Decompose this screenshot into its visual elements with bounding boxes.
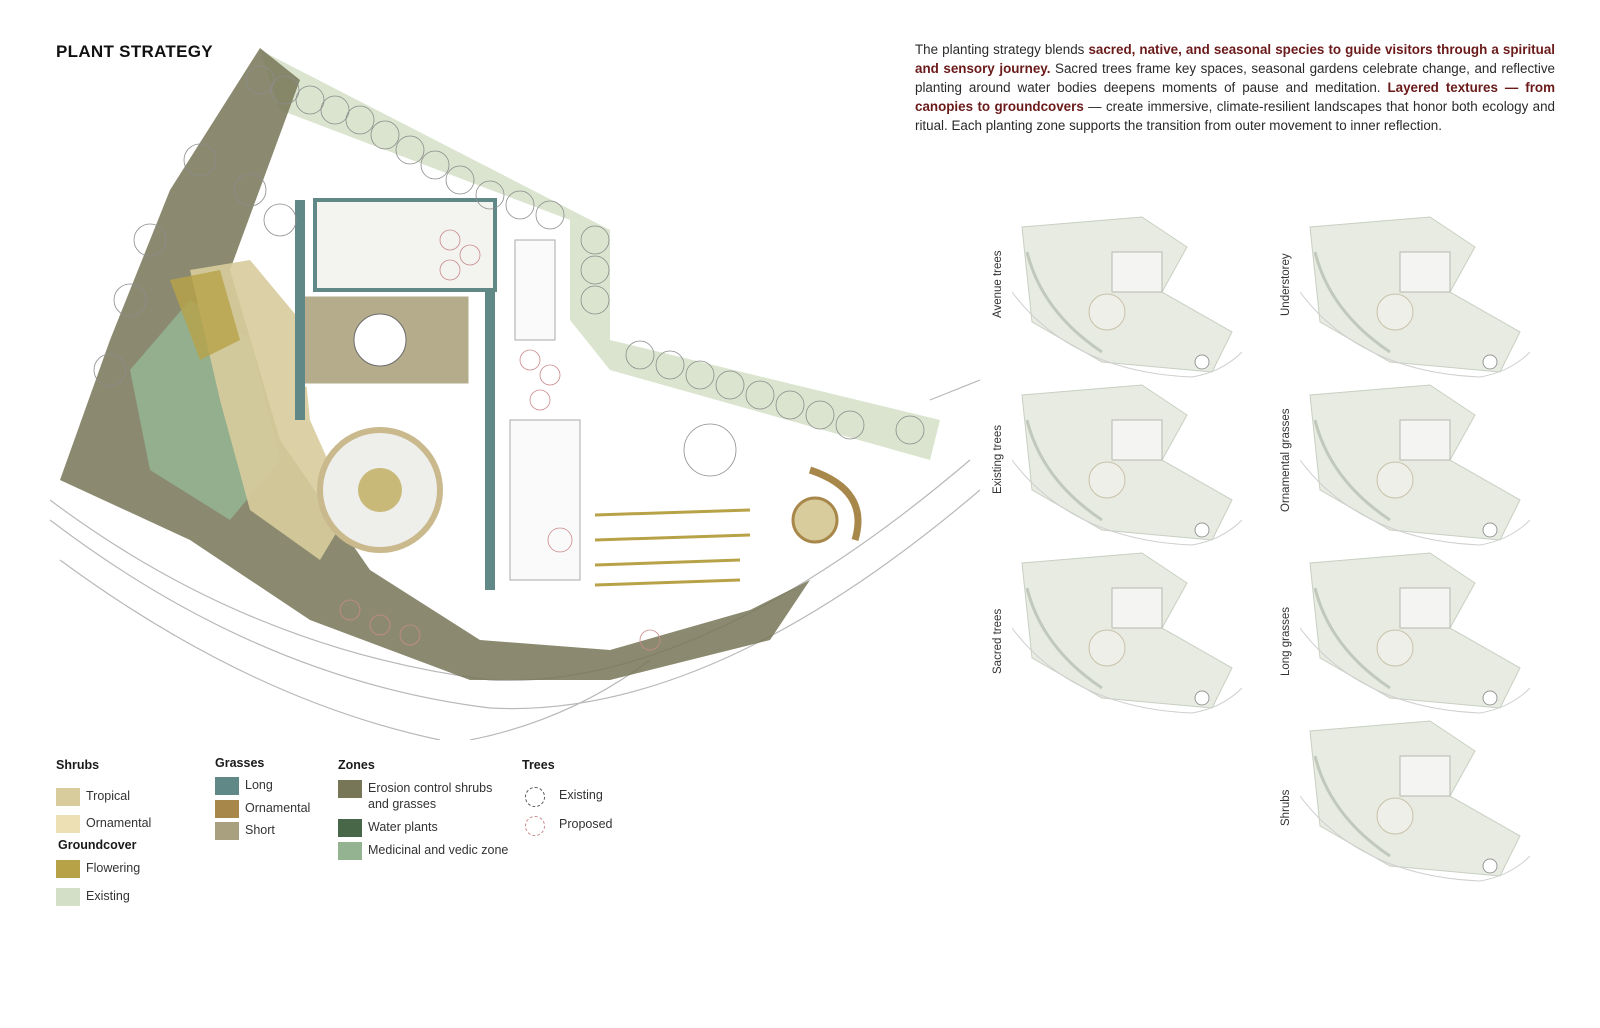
- long-grass-band-east: [485, 290, 495, 590]
- legend-item-medicinal: Medicinal and vedic zone: [338, 842, 508, 860]
- legend-item-existing-groundcover: Existing: [56, 888, 130, 906]
- legend-swatch-existing-groundcover: [56, 888, 80, 906]
- long-grass-band: [295, 200, 305, 420]
- legend-label-water-plants: Water plants: [368, 820, 438, 834]
- legend-label-existing-tree: Existing: [559, 788, 603, 802]
- legend-label-existing-groundcover: Existing: [86, 889, 130, 903]
- thumbnail-long-grasses: [1300, 548, 1530, 718]
- legend-heading-shrubs: Shrubs: [56, 758, 100, 772]
- legend-item-ornamental-grass: Ornamental: [215, 800, 310, 818]
- thumbnail-avenue-trees: [1012, 212, 1242, 382]
- thumbnail-understorey: [1300, 212, 1530, 382]
- legend-item-proposed-tree: Proposed: [522, 816, 613, 836]
- thumbnail-existing-trees: [1012, 380, 1242, 550]
- thumbnail-label-shrubs: Shrubs: [1280, 789, 1292, 826]
- legend-swatch-erosion-control: [338, 780, 362, 798]
- legend-heading-zones: Zones: [338, 758, 375, 772]
- building-block-north: [514, 239, 556, 341]
- lotus-pool: [353, 313, 407, 367]
- legend-label-long-grass: Long: [245, 778, 273, 792]
- description-highlight-1: sacred, native, and seasonal species to …: [915, 42, 1555, 76]
- description-text-1: The planting strategy blends: [915, 42, 1089, 57]
- legend-heading-groundcover: Groundcover: [58, 838, 137, 852]
- legend-label-short-grass: Short: [245, 823, 275, 837]
- legend-item-ornamental-shrub: Ornamental: [56, 815, 151, 833]
- thumbnail-label-ornamental-grasses: Ornamental grasses: [1280, 408, 1292, 512]
- orchard-rows: [594, 508, 751, 587]
- legend-item-erosion-control: Erosion control shrubs and grasses: [338, 780, 508, 812]
- description-paragraph: The planting strategy blends sacred, nat…: [915, 40, 1555, 135]
- description-text-2: Sacred trees frame key spaces, seasonal …: [915, 61, 1555, 95]
- temple-courtyard: [313, 198, 497, 292]
- legend-label-ornamental-grass: Ornamental: [245, 801, 311, 815]
- legend-item-water-plants: Water plants: [338, 819, 438, 837]
- proposed-tree-canopy: [339, 229, 661, 651]
- flowering-groundcover-zone: [170, 270, 240, 360]
- thumbnail-label-existing-trees: Existing trees: [992, 424, 1004, 494]
- legend-label-tropical: Tropical: [86, 789, 130, 803]
- road-lines: [50, 379, 980, 740]
- legend-swatch-water-plants: [338, 819, 362, 837]
- legend-swatch-tropical: [56, 788, 80, 806]
- legend-swatch-ornamental-grass: [215, 800, 239, 818]
- legend-label-medicinal: Medicinal and vedic zone: [368, 843, 509, 857]
- thumbnail-label-understorey: Understorey: [1280, 253, 1292, 316]
- thumbnail-label-avenue-trees: Avenue trees: [992, 250, 1004, 318]
- building-block: [509, 419, 581, 581]
- existing-tree-icon: [525, 787, 545, 807]
- proposed-tree-icon: [525, 816, 545, 836]
- legend-item-short-grass: Short: [215, 822, 275, 840]
- legend-item-existing-tree: Existing: [522, 787, 603, 807]
- legend-swatch-medicinal: [338, 842, 362, 860]
- legend-heading-grasses: Grasses: [215, 756, 265, 770]
- thumbnail-ornamental-grasses: [1300, 380, 1530, 550]
- description-text-3: — create immersive, climate-resilient la…: [915, 99, 1556, 133]
- legend-label-ornamental-shrub: Ornamental: [86, 816, 152, 830]
- legend-swatch-ornamental-shrub: [56, 815, 80, 833]
- legend-label-proposed-tree: Proposed: [559, 817, 613, 831]
- site-plan-drawing: [50, 48, 980, 740]
- legend-item-long-grass: Long: [215, 777, 273, 795]
- spiral-center: [358, 468, 402, 512]
- legend-label-flowering: Flowering: [86, 861, 141, 875]
- legend-item-flowering: Flowering: [56, 860, 140, 878]
- thumbnail-shrubs: [1300, 716, 1530, 886]
- page-title: PLANT STRATEGY: [56, 42, 213, 61]
- legend-swatch-long-grass: [215, 777, 239, 795]
- thumbnail-label-long-grasses: Long grasses: [1280, 606, 1292, 676]
- description-highlight-2: Layered textures — from canopies to grou…: [915, 80, 1556, 114]
- existing-groundcover-zone: [260, 50, 940, 460]
- legend-swatch-short-grass: [215, 822, 239, 840]
- circular-pavilion: [791, 496, 839, 544]
- legend-heading-trees: Trees: [522, 758, 555, 772]
- ornamental-grass-arc: [808, 466, 862, 542]
- thumbnail-label-sacred-trees: Sacred trees: [992, 608, 1004, 674]
- legend-item-tropical: Tropical: [56, 788, 130, 806]
- existing-tree-canopy: [93, 65, 925, 477]
- legend-swatch-flowering: [56, 860, 80, 878]
- legend-label-erosion-control: Erosion control shrubs and grasses: [368, 781, 493, 811]
- thumbnail-sacred-trees: [1012, 548, 1242, 718]
